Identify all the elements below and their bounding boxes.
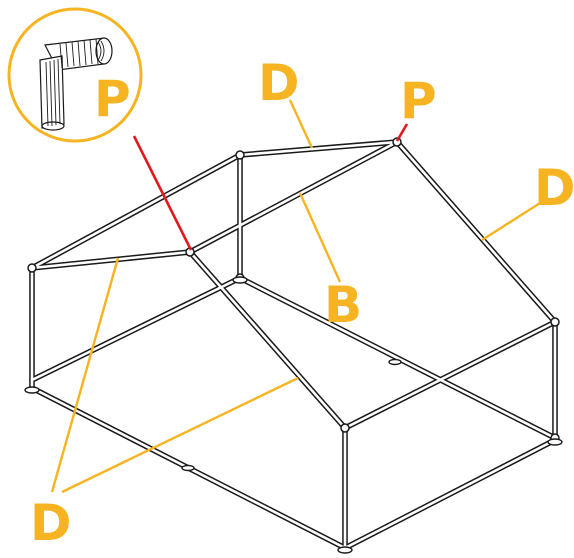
- leader-line-b: [298, 192, 342, 283]
- label-p-ridge: P: [400, 72, 437, 130]
- inset-detail: P: [7, 7, 143, 143]
- leader-line-d-bottom-right: [61, 376, 299, 494]
- base-plate: [547, 438, 563, 446]
- inset-label-p: P: [94, 70, 131, 128]
- joint: [27, 263, 37, 273]
- joint: [550, 317, 560, 327]
- callout-lines: [50, 99, 549, 494]
- label-b: B: [324, 276, 362, 334]
- base-plate: [388, 358, 402, 366]
- base-plate: [181, 464, 195, 472]
- base-plate: [24, 386, 40, 394]
- joint: [340, 423, 350, 433]
- connector-pointers: [132, 123, 409, 251]
- label-d-top: D: [258, 54, 300, 112]
- tent-frame-inner: [30, 140, 557, 550]
- leader-line-d-right: [481, 196, 549, 242]
- pointer-line-inset: [132, 135, 193, 251]
- frame-joints: [27, 137, 560, 443]
- callout-labels: D P D B D: [30, 54, 574, 552]
- joint: [235, 150, 245, 160]
- label-d-bottom: D: [30, 494, 72, 552]
- base-plate: [337, 546, 353, 554]
- tent-frame: [29, 139, 558, 551]
- leader-line-d-bottom-left: [50, 257, 120, 493]
- elbow-connector-icon: [39, 37, 113, 131]
- pointer-line-ridge: [395, 123, 409, 142]
- base-plate: [232, 276, 248, 284]
- base-plates: [24, 276, 563, 554]
- leader-line-d-top: [288, 99, 314, 149]
- label-d-right: D: [534, 159, 574, 217]
